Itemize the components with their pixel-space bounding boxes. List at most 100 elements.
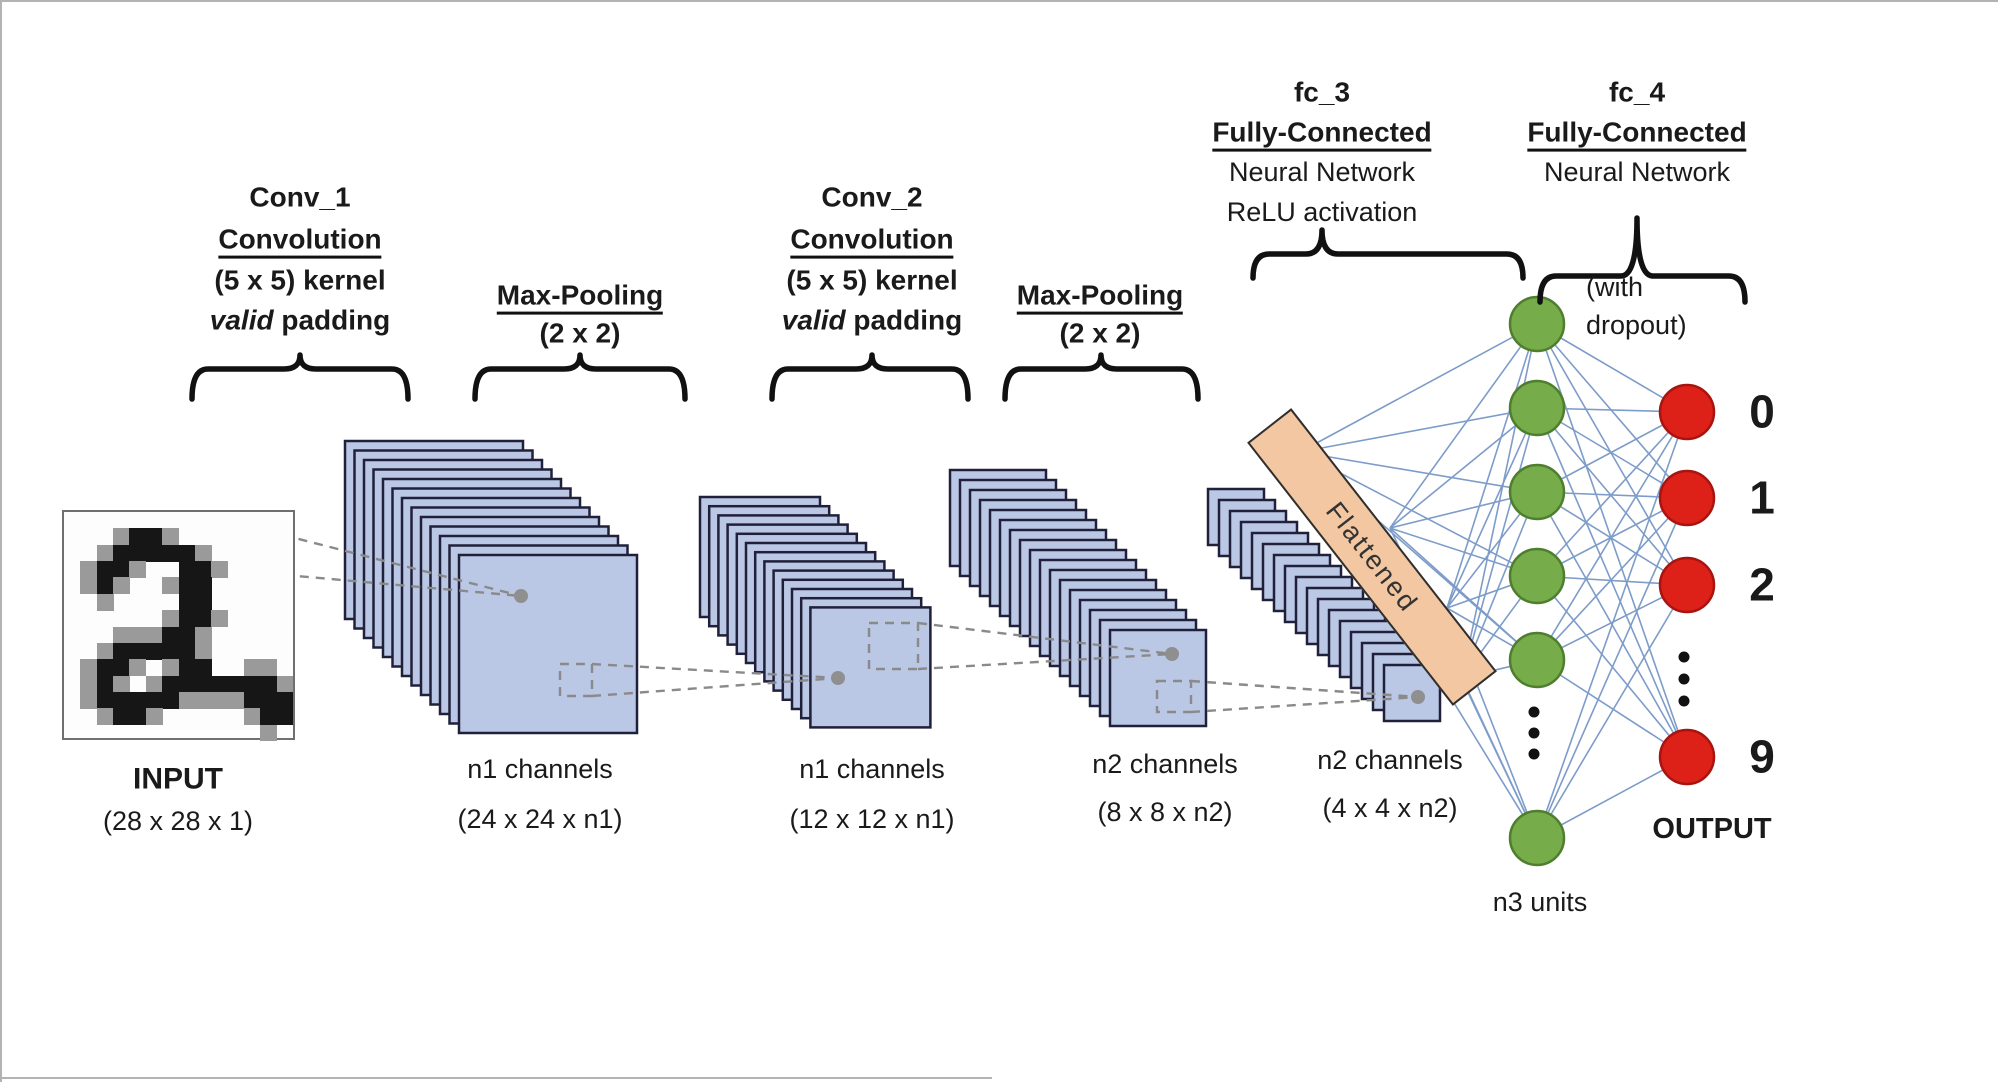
flatten-to-fc3-link [1389, 407, 1538, 529]
digit-pixel [178, 544, 196, 562]
flatten-to-fc3-link [1461, 677, 1538, 839]
handwritten-digit-2 [64, 512, 294, 742]
fc3-to-fc4-link [1536, 584, 1688, 839]
digit-pixel [113, 561, 130, 578]
receptive-field-dot [514, 589, 528, 603]
digit-pixel [96, 642, 114, 660]
digit-pixel [211, 691, 229, 709]
pool1-feature-maps [809, 606, 932, 729]
digit-pixel [162, 642, 179, 660]
digit-pixel [162, 691, 179, 709]
stack2-caption: n1 channels [799, 754, 945, 785]
conv1-title: Conv_1 [249, 181, 351, 213]
fc3-to-fc4-link [1536, 756, 1688, 839]
window-border-bottom [0, 1077, 992, 1079]
stack1-caption: n1 channels [467, 754, 613, 785]
fc4-brace [1537, 215, 1748, 305]
output-caption: OUTPUT [1652, 813, 1772, 846]
conv2-padding: valid padding [781, 304, 963, 336]
conv1-padding: valid padding [209, 304, 391, 336]
digit-pixel [162, 544, 179, 562]
fc3-to-fc4-link [1536, 407, 1688, 758]
conv2-brace [769, 352, 971, 402]
projection-line [251, 525, 522, 598]
pool2-size: (2 x 2) [1059, 317, 1141, 349]
digit-pixel [96, 708, 114, 726]
digit-pixel [80, 659, 98, 677]
flatten-to-fc3-link [1461, 407, 1538, 679]
output-ellipsis-dot [1678, 673, 1690, 685]
digit-pixel [129, 544, 147, 562]
digit-pixel [145, 528, 163, 546]
fc3-neuron [1508, 295, 1566, 353]
fc3-to-fc4-link [1536, 497, 1688, 661]
fc3-to-fc4-link [1536, 411, 1688, 661]
fc3-neuron [1508, 547, 1566, 605]
digit-pixel [194, 642, 212, 660]
flatten-to-fc3-link [1299, 451, 1538, 493]
fc3-to-fc4-link [1536, 659, 1688, 758]
pool2-title: Max-Pooling [1016, 279, 1184, 315]
digit-pixel [145, 708, 163, 726]
fc3-neuron [1508, 463, 1566, 521]
output-ellipsis-dot [1678, 695, 1690, 707]
fc3-activation: ReLU activation [1226, 197, 1418, 228]
projection-line [251, 570, 522, 598]
digit-pixel [276, 708, 294, 726]
projection-line [1190, 679, 1419, 699]
fc3-to-fc4-link [1536, 323, 1688, 413]
stack2-dims: (12 x 12 x n1) [789, 804, 955, 835]
digit-pixel [113, 659, 130, 677]
flatten-to-fc3-link [1299, 407, 1538, 453]
flatten-to-fc3-link [1446, 323, 1538, 609]
fc4-type: Fully-Connected [1527, 116, 1747, 152]
digit-pixel [96, 561, 114, 578]
digit-pixel [145, 544, 163, 562]
flatten-to-fc3-link [1389, 527, 1538, 661]
digit-pixel [260, 659, 278, 677]
digit-pixel [113, 642, 130, 660]
fc3-ellipsis-dot [1528, 706, 1540, 718]
digit-pixel [227, 691, 245, 709]
digit-pixel [194, 577, 212, 595]
output-digit-0: 0 [1749, 385, 1775, 438]
output-neuron [1658, 383, 1716, 441]
fc3-type: Fully-Connected [1212, 116, 1432, 152]
digit-pixel [194, 626, 212, 644]
fc3-to-fc4-link [1536, 323, 1688, 586]
digit-pixel [178, 642, 196, 660]
fc3-neuron [1508, 809, 1566, 867]
fc3-to-fc4-link [1536, 323, 1688, 758]
digit-pixel [194, 610, 212, 627]
digit-pixel [178, 626, 196, 644]
digit-pixel [129, 659, 147, 677]
digit-pixel [260, 708, 278, 726]
digit-pixel [178, 577, 196, 595]
stack3-dims: (8 x 8 x n2) [1097, 797, 1233, 828]
fc3-ellipsis-dot [1528, 727, 1540, 739]
digit-pixel [178, 659, 196, 677]
digit-pixel [162, 610, 179, 627]
conv1-op: Convolution [218, 223, 382, 259]
fc3-nn: Neural Network [1228, 157, 1416, 188]
conv1-feature-maps [457, 553, 639, 735]
digit-pixel [162, 528, 179, 546]
digit-pixel [211, 561, 229, 578]
digit-pixel [178, 675, 196, 693]
fc3-to-fc4-link [1536, 491, 1688, 586]
fc3-to-fc4-link [1536, 411, 1688, 493]
digit-pixel [96, 593, 114, 611]
digit-pixel [194, 561, 212, 578]
fc3-to-fc4-link [1536, 497, 1688, 839]
digit-pixel [113, 708, 130, 726]
pool1-size: (2 x 2) [539, 317, 621, 349]
digit-pixel [96, 577, 114, 595]
digit-pixel [260, 675, 278, 693]
flatten-to-fc3-link [1299, 323, 1538, 453]
conv2-pooling-window [1155, 679, 1193, 714]
n3-units-caption: n3 units [1492, 887, 1588, 918]
digit-pixel [260, 724, 278, 742]
fc3-to-fc4-link [1536, 411, 1688, 839]
pool1-kernel-window [867, 621, 920, 671]
